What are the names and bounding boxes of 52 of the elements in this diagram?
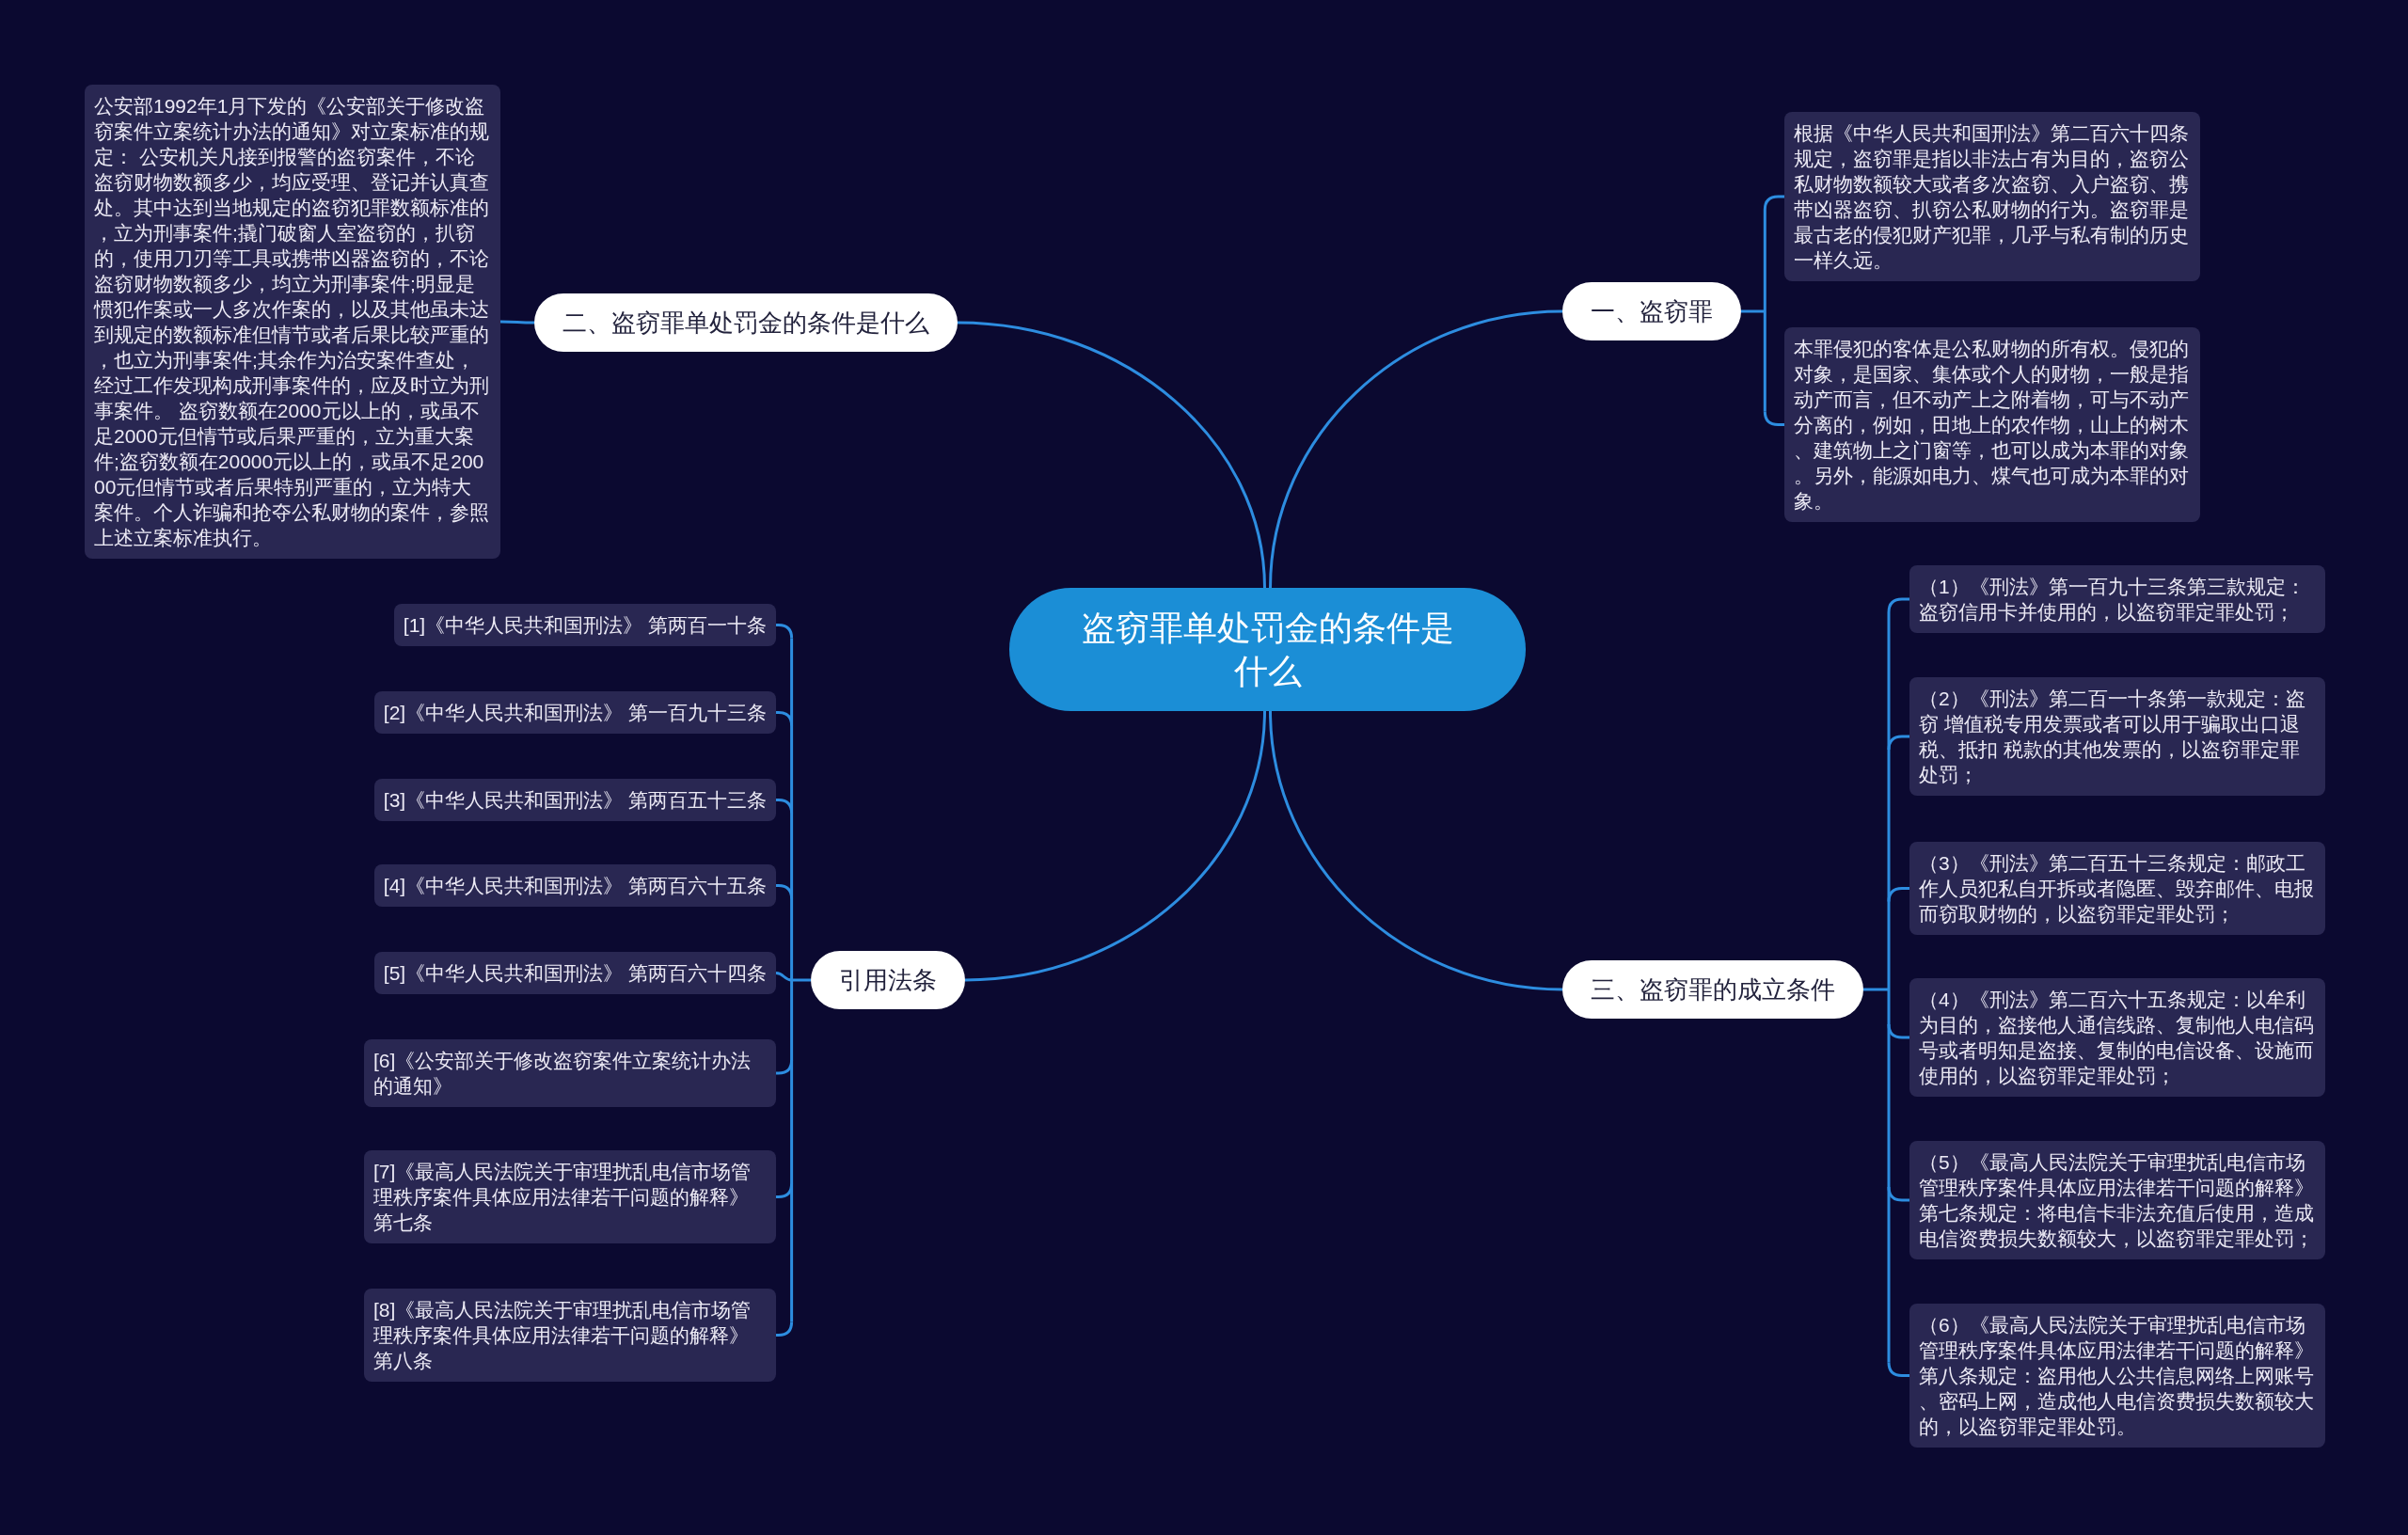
note-card: 根据《中华人民共和国刑法》第二百六十四条规定，盗窃罪是指以非法占有为目的，盗窃公私财物数额较大或者多次盗窃、入户盗窃、携带凶器盗窃、扒窃公私财物的行为。盗窃罪是最古老的侵犯财产犯罪，几乎与私有制的历史一样久远。: [1784, 112, 2200, 281]
connector-line: [1887, 612, 1891, 989]
reference-card: [2]《中华人民共和国刑法》 第一百九十三条: [373, 691, 776, 734]
clause-card: （2）《刑法》第二百一十条第一款规定：盗窃 增值税专用发票或者可以用于骗取出口退税、抵扣 税款的其他发票的，以盗窃罪定罪处罚；: [1909, 677, 2325, 796]
connector-line: [776, 884, 794, 899]
connector-line: [776, 1059, 794, 1075]
connector-line: [1887, 989, 1891, 1363]
connector-line: [1269, 710, 1563, 991]
connector-line: [1763, 411, 1784, 426]
clause-card: （3）《刑法》第二百五十三条规定：邮政工作人员犯私自开拆或者隐匿、毁弃邮件、电报而窃取财物的，以盗窃罪定罪处罚；: [1909, 842, 2325, 935]
reference-card: [1]《中华人民共和国刑法》 第两百一十条: [393, 604, 776, 646]
connector-line: [790, 980, 794, 1322]
clause-card: （1）《刑法》第一百九十三条第三款规定：盗窃信用卡并使用的，以盗窃罪定罪处罚；: [1909, 565, 2325, 633]
branch-node: 一、盗窃罪: [1562, 282, 1741, 340]
branch-node: 三、盗窃罪的成立条件: [1562, 960, 1863, 1019]
connector-line: [1741, 309, 1766, 313]
connector-line: [776, 624, 794, 639]
note-card: 本罪侵犯的客体是公私财物的所有权。侵犯的对象，是国家、集体或个人的财物，一般是指动产而言，但不动产上之附着物，可与不动产分离的，例如，田地上的农作物，山上的树木、建筑物上之门窗等，也可以成为本罪的对象。另外，能源如电力、煤气也可成为本罪的对象。: [1784, 327, 2200, 522]
connector-line: [776, 1183, 794, 1198]
connector-line: [791, 978, 811, 982]
connector-line: [1887, 1023, 1909, 1039]
branch-node: 二、盗窃罪单处罚金的条件是什么: [534, 293, 958, 352]
connector-line: [1863, 988, 1889, 991]
reference-card: [3]《中华人民共和国刑法》 第两百五十三条: [373, 779, 776, 821]
connector-line: [1763, 311, 1766, 412]
connector-line: [1887, 887, 1909, 902]
reference-card: [5]《中华人民共和国刑法》 第两百六十四条: [373, 952, 776, 994]
connector-line: [1887, 597, 1909, 613]
connector-line: [1887, 1362, 1909, 1377]
note-card: 公安部1992年1月下发的《公安部关于修改盗窃案件立案统计办法的通知》对立案标准的规定： 公安机关凡接到报警的盗窃案件，不论盗窃财物数额多少，均应受理、登记并认真查处。其中达到当地规定的盗窃犯罪数额标准的，立为刑事案件;撬门破窗人室盗窃的，扒窃的，使用刀刃等工具或携带凶器盗窃的，不论盗窃财物数额多少，均立为刑事案件;明显是惯犯作案或一人多次作案的，以及其他虽未达到规定的数额标准但情节或者后果比较严重的，也立为刑事案件;其余作为治安案件查处，经过工作发现构成刑事案件的，应及时立为刑事案件。 盗窃数额在2000元以上的，或虽不足2000元但情节或后果严重的，立为重大案件;盗窃数额在20000元以上的，或虽不足20000元但情节或者后果特别严重的，立为特大案件。个人诈骗和抢夺公私财物的案件，参照上述立案标准执行。: [85, 85, 500, 559]
connector-line: [964, 710, 1266, 982]
connector-line: [1887, 735, 1909, 751]
connector-line: [790, 638, 794, 980]
branch-node: 引用法条: [811, 951, 965, 1009]
reference-card: [7]《最高人民法院关于审理扰乱电信市场管理秩序案件具体应用法律若干问题的解释》第七条: [364, 1150, 776, 1243]
connector-line: [1763, 195, 1784, 211]
connector-line: [775, 972, 792, 982]
reference-card: [8]《最高人民法院关于审理扰乱电信市场管理秩序案件具体应用法律若干问题的解释》第八条: [364, 1289, 776, 1382]
connector-line: [776, 711, 794, 726]
clause-card: （4）《刑法》第二百六十五条规定：以牟利为目的，盗接他人通信线路、复制他人电信码号或者明知是盗接、复制的电信设备、设施而使用的，以盗窃罪定罪处罚；: [1909, 978, 2325, 1097]
connector-line: [957, 321, 1266, 589]
reference-card: [6]《公安部关于修改盗窃案件立案统计办法的通知》: [364, 1039, 776, 1107]
connector-line: [500, 320, 534, 324]
connector-line: [1887, 1186, 1909, 1202]
connector-line: [1269, 309, 1563, 589]
reference-card: [4]《中华人民共和国刑法》 第两百六十五条: [373, 864, 776, 907]
topic-node: 盗窃罪单处罚金的条件是什么: [1009, 588, 1526, 711]
connector-line: [1763, 210, 1766, 311]
clause-card: （5）《最高人民法院关于审理扰乱电信市场管理秩序案件具体应用法律若干问题的解释》第七条规定：将电信卡非法充值后使用，造成电信资费损失数额较大，以盗窃罪定罪处罚；: [1909, 1141, 2325, 1259]
connector-line: [776, 799, 794, 814]
clause-card: （6）《最高人民法院关于审理扰乱电信市场管理秩序案件具体应用法律若干问题的解释》第八条规定：盗用他人公共信息网络上网账号、密码上网，造成他人电信资费损失数额较大的，以盗窃罪定罪处罚。: [1909, 1304, 2325, 1448]
connector-line: [776, 1321, 794, 1337]
